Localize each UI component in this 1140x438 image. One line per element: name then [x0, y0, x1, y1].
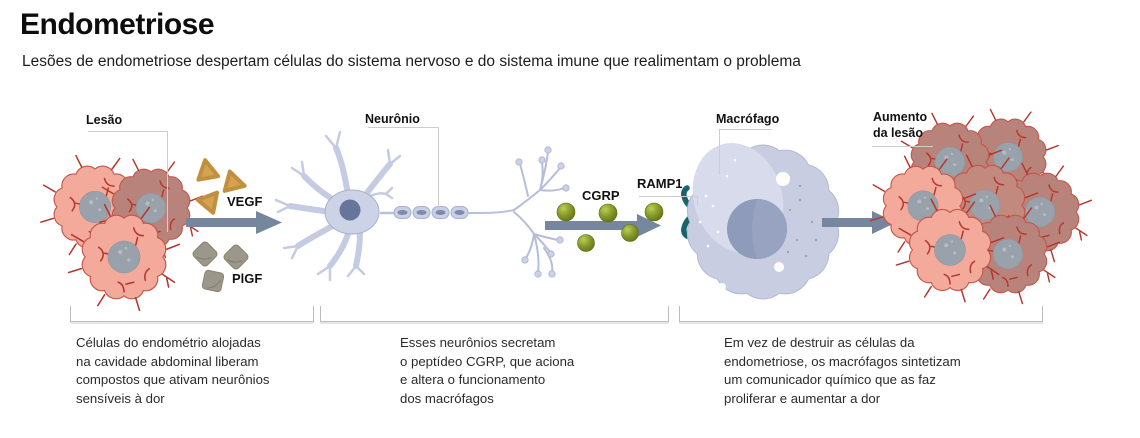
page-title: Endometriose — [20, 8, 215, 41]
caption-step-1: Células do endométrio alojadas na cavida… — [76, 334, 270, 408]
neuron-connector-line — [368, 127, 439, 208]
neuron-illustration — [274, 130, 570, 282]
caption-step-2: Esses neurônios secretam o peptídeo CGRP… — [400, 334, 574, 408]
caption-line: Em vez de destruir as células da — [724, 335, 915, 350]
axon-terminals — [513, 151, 565, 273]
cgrp-molecules — [556, 202, 664, 252]
lesion-growth-label-line2: da lesão — [873, 126, 924, 140]
caption-line: dos macrófagos — [400, 390, 494, 406]
caption-line: na cavidade abdominal liberam — [76, 353, 259, 369]
plgf-label: PlGF — [232, 271, 263, 286]
caption-line: endometriose, os macrófagos sintetizam — [724, 353, 961, 369]
flow-arrow-1 — [186, 211, 282, 234]
caption-line: compostos que ativam neurônios — [76, 372, 270, 388]
lesion-growth-underline — [872, 131, 933, 147]
macrophage-connector-line — [719, 129, 772, 175]
vegf-molecules — [195, 158, 247, 215]
caption-line: sensíveis à dor — [76, 390, 165, 406]
ramp1-connector-line — [639, 196, 698, 206]
caption-line: o peptídeo CGRP, que aciona — [400, 353, 575, 369]
caption-step-3: Em vez de destruir as células da endomet… — [724, 334, 961, 408]
macrophage-illustration — [686, 143, 840, 300]
plgf-molecules — [192, 241, 249, 293]
caption-line: proliferar e aumentar a dor — [724, 390, 881, 406]
ramp1-label: RAMP1 — [637, 176, 683, 191]
neuron-label: Neurônio — [365, 112, 420, 126]
caption-line: Células do endométrio alojadas — [76, 335, 261, 350]
vegf-label: VEGF — [227, 194, 263, 209]
caption-line: um comunicador químico que as faz — [724, 372, 936, 388]
bracket-step-3 — [679, 306, 1043, 322]
lesion-growth-label-line1: Aumento — [873, 110, 928, 124]
flow-arrow-2 — [545, 214, 661, 237]
cgrp-label: CGRP — [582, 188, 620, 203]
caption-line: e altera o funcionamento — [400, 372, 546, 388]
page-subtitle: Lesões de endometriose despertam células… — [22, 53, 801, 70]
lesion-label: Lesão — [86, 113, 123, 127]
flow-arrow-3 — [822, 211, 896, 234]
caption-line: Esses neurônios secretam — [400, 335, 556, 350]
lesion-connector-line — [88, 131, 168, 232]
bracket-step-1 — [70, 306, 314, 322]
macrophage-label: Macrófago — [716, 112, 780, 126]
bracket-step-2 — [320, 306, 669, 322]
